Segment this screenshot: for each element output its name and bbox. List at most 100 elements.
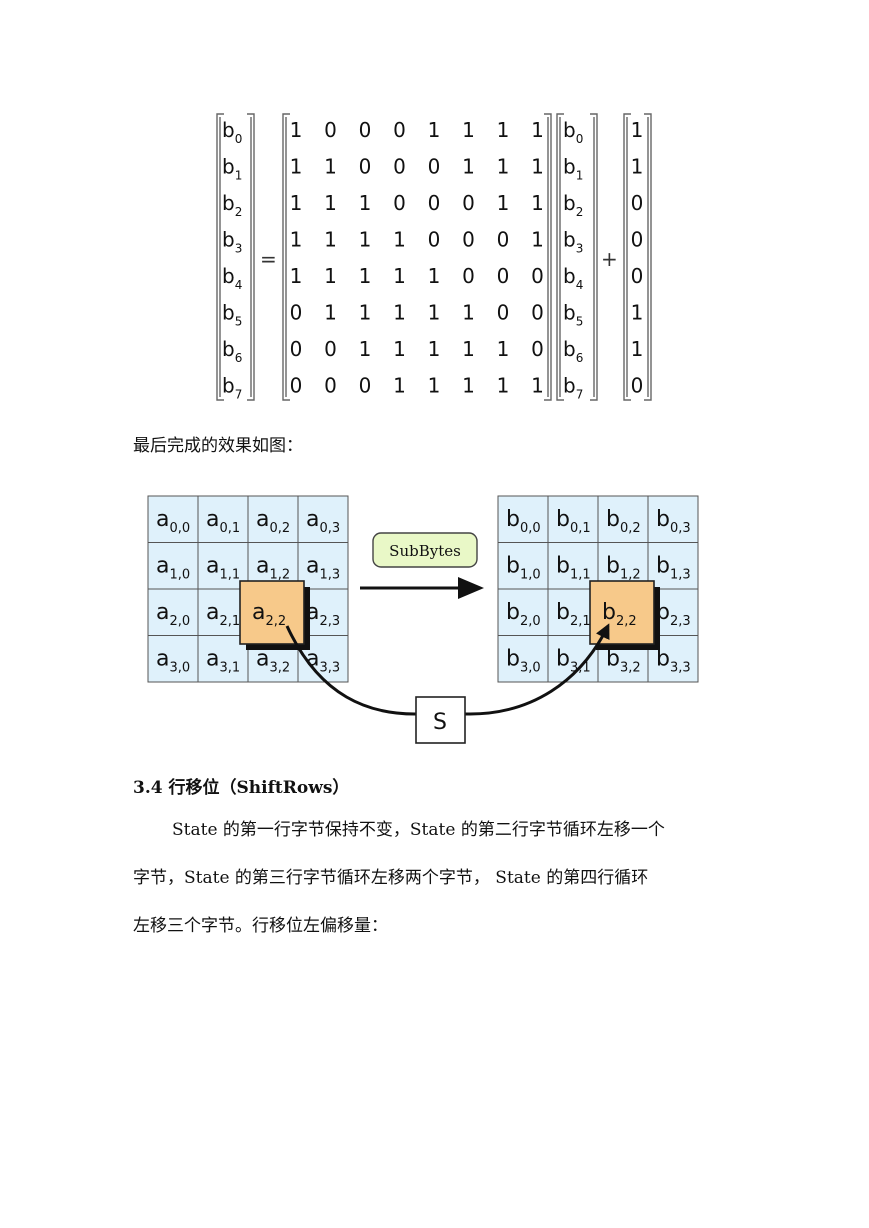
matrix-cell: 1 (359, 301, 372, 325)
lhs-entry: b7 (222, 374, 242, 402)
matrix-cell: 1 (290, 118, 303, 142)
matrix-cell: 0 (428, 228, 441, 252)
sbox-box (415, 696, 466, 744)
constant-entry: 0 (631, 191, 644, 215)
lhs-entry: b0 (222, 118, 242, 146)
constant-entry: 1 (631, 337, 644, 361)
input-state-cell-label: a3,2 (256, 647, 290, 676)
matrix-cell: 1 (359, 337, 372, 361)
input-state-cell (147, 635, 199, 683)
matrix-cell: 0 (531, 301, 544, 325)
matrix-cell: 0 (462, 228, 475, 252)
input-state-cell-label: a0,0 (156, 507, 190, 536)
matrix-cell: 0 (359, 374, 372, 398)
matrix-cell: 1 (531, 155, 544, 179)
output-state-cell (497, 588, 549, 636)
matrix-cell: 1 (531, 118, 544, 142)
matrix-cell: 0 (428, 155, 441, 179)
matrix-right-bracket (544, 113, 552, 401)
matrix-cell: 1 (393, 337, 406, 361)
figure-caption: 最后完成的效果如图： (133, 436, 303, 456)
vector-right-bracket (590, 113, 598, 401)
matrix-cell: 1 (497, 155, 510, 179)
matrix-cell: 0 (497, 228, 510, 252)
matrix-cell: 0 (531, 264, 544, 288)
lhs-entry: b5 (222, 301, 242, 329)
paragraph-line-2: 字节，State 的第三行字节循环左移两个字节， State 的第四行循环 (133, 868, 649, 888)
vector-entry: b0 (563, 118, 583, 146)
output-state-cell-label: b1,1 (556, 554, 591, 583)
vector-entry: b5 (563, 301, 583, 329)
matrix-cell: 1 (324, 155, 337, 179)
input-state-cell (247, 495, 299, 543)
output-state-highlight-cell (589, 580, 655, 645)
matrix-cell: 1 (393, 264, 406, 288)
lhs-entry: b3 (222, 228, 242, 256)
matrix-cell: 0 (290, 374, 303, 398)
matrix-cell: 1 (428, 118, 441, 142)
matrix-cell: 1 (290, 264, 303, 288)
lhs-entry: b1 (222, 155, 242, 183)
constant-left-bracket (623, 113, 631, 401)
matrix-cell: 0 (462, 191, 475, 215)
transform-arrow-icon (458, 577, 484, 599)
lhs-entry: b4 (222, 264, 242, 292)
vector-entry: b2 (563, 191, 583, 219)
lhs-entry: b6 (222, 337, 242, 365)
matrix-cell: 1 (359, 191, 372, 215)
matrix-cell: 0 (393, 191, 406, 215)
input-state-cell-label: a3,0 (156, 647, 190, 676)
matrix-cell: 1 (393, 301, 406, 325)
output-state-highlight-label: b2,2 (602, 600, 637, 629)
output-state-cell-label: b2,0 (506, 600, 541, 629)
matrix-cell: 1 (428, 301, 441, 325)
vector-entry: b6 (563, 337, 583, 365)
vector-entry: b7 (563, 374, 583, 402)
output-state-cell (497, 542, 549, 590)
constant-entry: 0 (631, 374, 644, 398)
input-state-cell (147, 588, 199, 636)
matrix-cell: 1 (462, 155, 475, 179)
matrix-cell: 0 (428, 191, 441, 215)
input-state-cell-label: a0,3 (306, 507, 340, 536)
matrix-cell: 0 (531, 337, 544, 361)
sbox-label: S (433, 710, 447, 735)
matrix-cell: 0 (393, 155, 406, 179)
input-state-cell-label: a2,0 (156, 600, 190, 629)
output-state-cell (597, 495, 649, 543)
matrix-cell: 1 (324, 228, 337, 252)
matrix-cell: 1 (324, 264, 337, 288)
vector-left-bracket (556, 113, 564, 401)
matrix-cell: 1 (497, 337, 510, 361)
paragraph-line-3: 左移三个字节。行移位左偏移量： (133, 916, 388, 936)
matrix-cell: 1 (497, 191, 510, 215)
matrix-cell: 1 (428, 374, 441, 398)
output-state-cell-label: b1,2 (606, 554, 641, 583)
matrix-cell: 1 (531, 374, 544, 398)
matrix-cell: 1 (462, 118, 475, 142)
matrix-cell: 1 (462, 337, 475, 361)
constant-entry: 1 (631, 118, 644, 142)
matrix-cell: 1 (531, 228, 544, 252)
matrix-cell: 0 (324, 118, 337, 142)
matrix-cell: 0 (497, 264, 510, 288)
input-state-cell-label: a3,1 (206, 647, 240, 676)
output-state-cell (497, 495, 549, 543)
matrix-cell: 1 (290, 228, 303, 252)
output-state-cell-label: b2,1 (556, 600, 591, 629)
constant-entry: 1 (631, 301, 644, 325)
matrix-cell: 1 (359, 264, 372, 288)
matrix-cell: 1 (428, 337, 441, 361)
matrix-cell: 1 (497, 118, 510, 142)
matrix-cell: 1 (428, 264, 441, 288)
matrix-cell: 0 (497, 301, 510, 325)
input-state-cell-label: a1,2 (256, 554, 290, 583)
matrix-cell: 1 (359, 228, 372, 252)
output-state-cell-label: b3,2 (606, 647, 641, 676)
input-state-cell (297, 495, 349, 543)
output-state-cell-label: b0,0 (506, 507, 541, 536)
matrix-cell: 0 (324, 337, 337, 361)
